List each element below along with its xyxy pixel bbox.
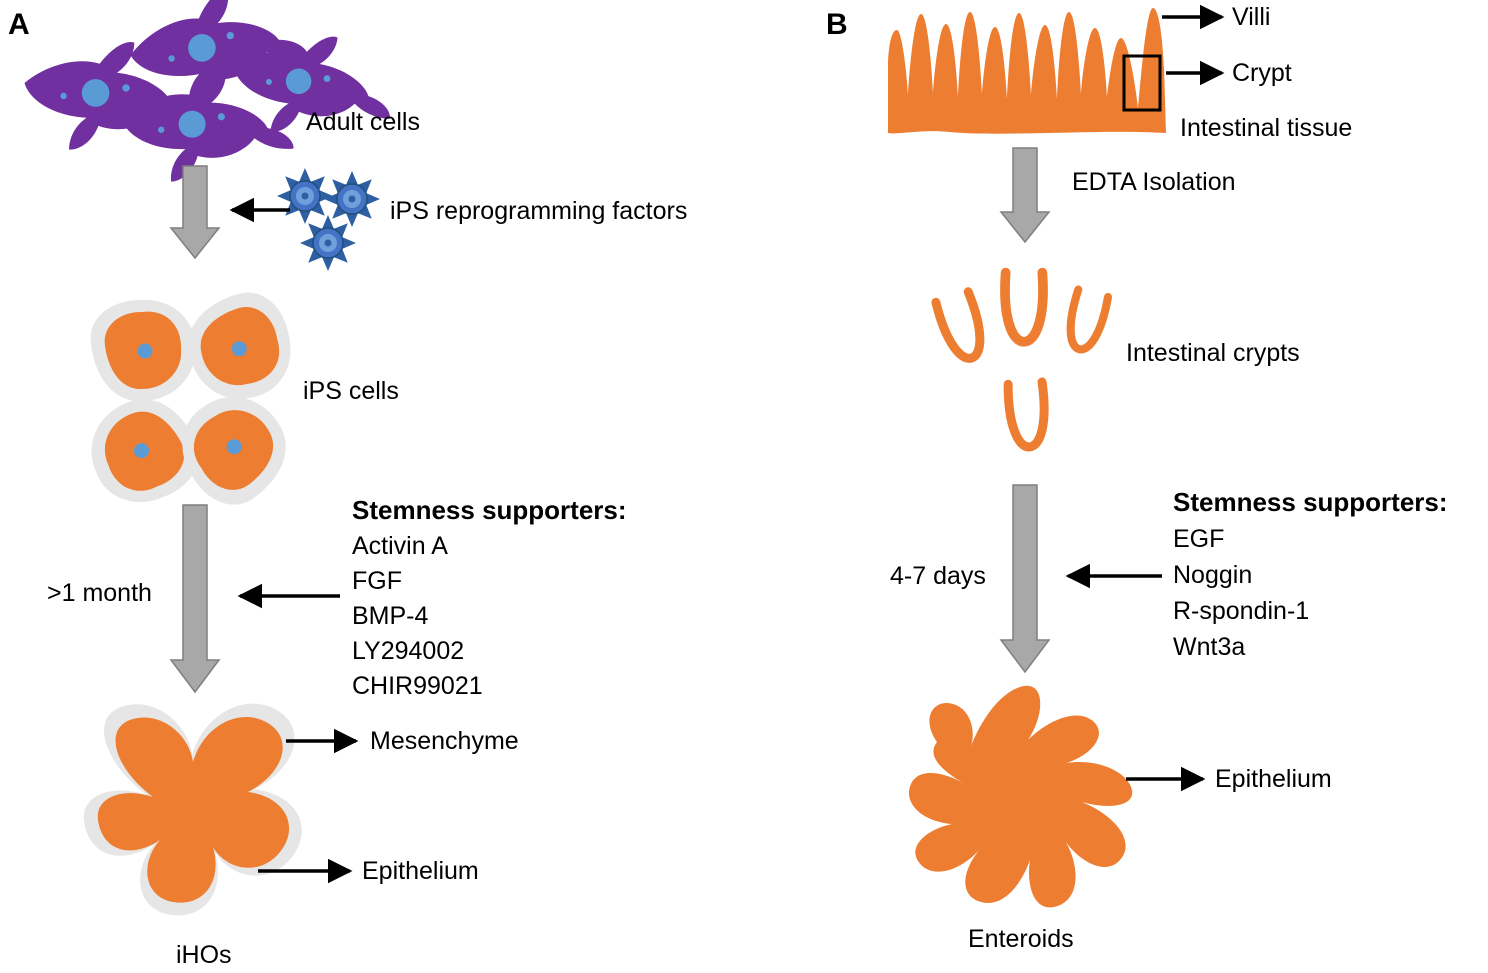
ips-factors-icons — [276, 167, 381, 272]
stemness-item: CHIR99021 — [352, 672, 483, 700]
ips-factors-label: iPS reprogramming factors — [390, 197, 688, 225]
stemness-title-b: Stemness supporters: — [1173, 487, 1448, 517]
epithelium-label-a: Epithelium — [362, 857, 479, 885]
stemness-item: Wnt3a — [1173, 633, 1246, 661]
ips-cells-label: iPS cells — [303, 377, 399, 405]
epithelium-label-b: Epithelium — [1215, 765, 1332, 793]
stemness-item: FGF — [352, 567, 402, 595]
stemness-item: BMP-4 — [352, 602, 429, 630]
stemness-item: R-spondin-1 — [1173, 597, 1310, 625]
panel-a-label: A — [8, 8, 30, 41]
duration-label-b: 4-7 days — [890, 562, 986, 590]
intestinal-crypts-illustration — [935, 273, 1108, 449]
process-arrow-culture — [999, 484, 1051, 674]
stemness-item: Noggin — [1173, 561, 1253, 589]
adult-cells-label: Adult cells — [306, 108, 420, 136]
stemness-block-b: Stemness supporters: EGF Noggin R-spondi… — [1173, 484, 1448, 665]
process-arrow-isolation — [999, 147, 1051, 244]
intestinal-tissue-label: Intestinal tissue — [1180, 114, 1353, 142]
process-arrow-reprogramming — [169, 165, 221, 260]
ips-cells-illustration — [77, 286, 305, 520]
iho-illustration — [83, 703, 302, 916]
enteroid-illustration — [908, 685, 1133, 908]
stemness-item: EGF — [1173, 525, 1225, 553]
panel-b-label: B — [826, 8, 848, 41]
intestinal-tissue-illustration — [888, 8, 1166, 134]
mesenchyme-label: Mesenchyme — [370, 727, 519, 755]
stemness-item: Activin A — [352, 532, 448, 560]
adult-cells-illustration — [16, 0, 405, 188]
intestinal-crypts-label: Intestinal crypts — [1126, 339, 1300, 367]
stemness-item: LY294002 — [352, 637, 465, 665]
stemness-block-a: Stemness supporters: Activin A FGF BMP-4… — [352, 492, 627, 704]
process-arrow-differentiation — [169, 504, 221, 694]
villi-label: Villi — [1232, 3, 1271, 31]
edta-isolation-label: EDTA Isolation — [1072, 168, 1236, 196]
crypt-highlight-box — [1122, 54, 1162, 112]
ihos-label: iHOs — [176, 941, 232, 969]
crypt-label: Crypt — [1232, 59, 1292, 87]
duration-label-a: >1 month — [47, 579, 152, 607]
enteroids-label: Enteroids — [968, 925, 1074, 953]
stemness-title-a: Stemness supporters: — [352, 495, 627, 525]
